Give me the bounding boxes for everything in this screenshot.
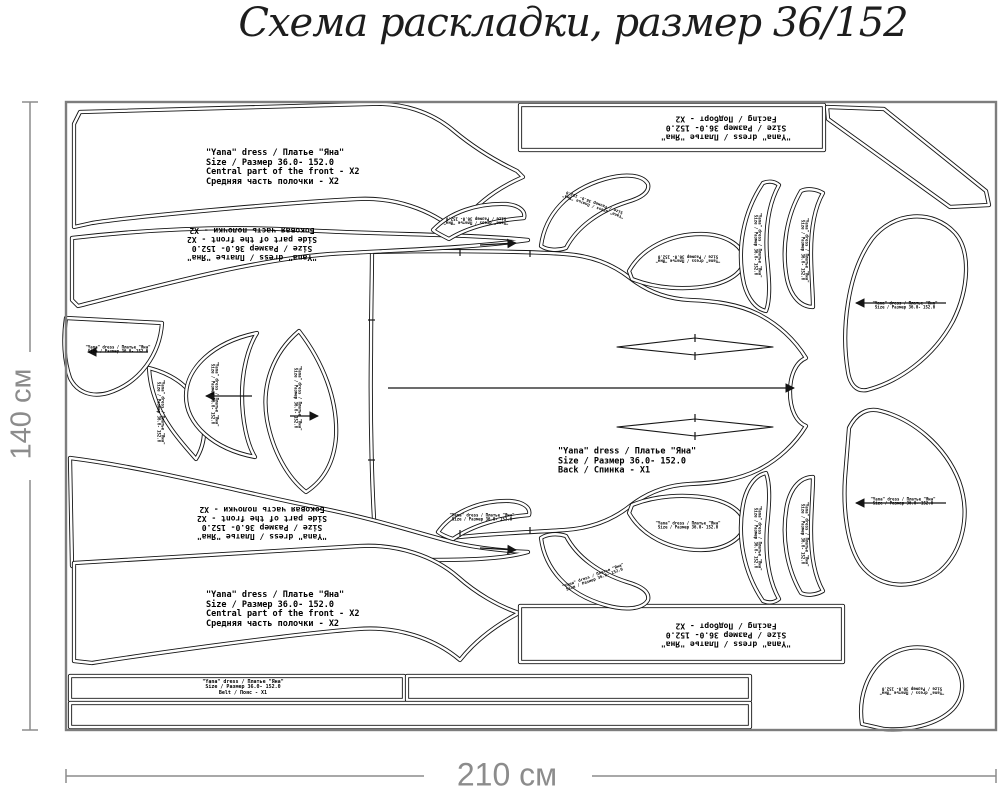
label-back: "Yana" dress / Платье "Яна" Size / Разме… bbox=[558, 446, 697, 477]
label-small-piece: "Yana" dress / Платье "Яна" Size / Разме… bbox=[210, 361, 219, 426]
label-side-front-bottom: "Yana" dress / Платье "Яна" Size / Разме… bbox=[196, 504, 328, 541]
label-line: Size / Размер 36.0- 152.0 bbox=[445, 216, 507, 221]
dimension-width bbox=[65, 769, 997, 783]
label-line: "Yana" dress / Платье "Яна" bbox=[206, 589, 345, 600]
label-small-piece: "Yana" dress / Платье "Яна" Size / Разме… bbox=[800, 217, 809, 282]
label-line: "Yana" dress / Платье "Яна" bbox=[206, 147, 345, 158]
label-line: Средняя часть полочки - X2 bbox=[206, 618, 340, 629]
label-line: "Yana" dress / Платье "Яна" bbox=[870, 496, 936, 502]
label-small-piece: "Yana" dress / Платье "Яна" Size / Разме… bbox=[449, 512, 515, 523]
label-line: Size / Размер 36.0- 152.0 bbox=[665, 123, 787, 133]
label-side-front-top: "Yana" dress / Платье "Яна" Size / Разме… bbox=[186, 225, 318, 262]
label-line: Size / Размер 36.0- 152.0 bbox=[881, 686, 943, 691]
label-small-piece: "Yana" dress / Платье "Яна" Size / Разме… bbox=[753, 212, 762, 277]
edge-notches bbox=[368, 249, 531, 537]
label-line: Size / Размер 36.0- 152.0 bbox=[206, 157, 334, 168]
label-line: Size / Размер 36.0- 152.0 bbox=[206, 599, 334, 610]
label-facing-top: "Yana" dress / Платье "Яна" Size / Разме… bbox=[660, 114, 792, 142]
label-line: Side part of the front - X2 bbox=[196, 514, 328, 523]
label-small-piece: "Yana" dress / Платье "Яна" Size / Разме… bbox=[753, 505, 762, 570]
label-line: "Yana" dress / Платье "Яна" bbox=[660, 132, 792, 142]
label-line: "Yana" dress / Платье "Яна" bbox=[655, 520, 721, 526]
label-line: Size / Размер 36.0- 152.0 bbox=[293, 367, 298, 429]
label-line: Size / Размер 36.0- 152.0 bbox=[87, 349, 149, 354]
label-small-piece: "Yana" dress / Платье "Яна" Size / Разме… bbox=[870, 496, 936, 507]
label-line: "Yana" dress / Платье "Яна" bbox=[85, 344, 151, 350]
label-line: Size / Размер 36.0- 152.0 bbox=[800, 503, 805, 565]
label-central-front-bottom: "Yana" dress / Платье "Яна" Size / Разме… bbox=[206, 589, 360, 629]
label-line: Central part of the front - X2 bbox=[206, 167, 360, 177]
label-small-piece: "Yana" dress / Платье "Яна" Size / Разме… bbox=[156, 379, 165, 444]
label-line: Size / Размер 36.0- 152.0 bbox=[201, 522, 323, 532]
grain-arrows bbox=[87, 238, 946, 555]
label-line: Facing / Подборт - X2 bbox=[675, 114, 777, 124]
label-line: Size / Размер 36.0- 152.0 bbox=[800, 219, 805, 281]
fabric-height-label: 140 см bbox=[5, 368, 38, 460]
label-line: Боковая часть полочки - X2 bbox=[199, 505, 325, 515]
label-line: Size / Размер 36.0- 152.0 bbox=[665, 630, 787, 640]
label-line: Facing / Подборт - X2 bbox=[675, 621, 777, 631]
label-line: "Yana" dress / Платье "Яна" bbox=[449, 512, 515, 518]
pattern-piece-corner-wedge bbox=[827, 107, 989, 207]
label-line: Size / Размер 36.0- 152.0 bbox=[210, 363, 215, 425]
label-line: Size / Размер 36.0- 152.0 bbox=[191, 243, 313, 253]
pattern-piece-belt-lower bbox=[70, 703, 750, 727]
fabric-frame bbox=[64, 100, 998, 732]
pattern-piece-small-fan bbox=[64, 318, 162, 395]
label-line: Size / Размер 36.0- 152.0 bbox=[558, 456, 686, 467]
label-line: "Yana" dress / Платье "Яна" bbox=[558, 446, 697, 457]
label-line: Side part of the front - X2 bbox=[186, 235, 318, 244]
label-line: Size / Размер 36.0- 152.0 bbox=[657, 254, 719, 259]
pattern-piece-belt-right bbox=[407, 676, 750, 700]
label-belt: "Yana" dress / Платье "Яна" Size / Разме… bbox=[202, 679, 284, 696]
label-line: Size / Размер 36.0- 152.0 bbox=[657, 525, 719, 530]
page-title: Схема раскладки, размер 36/152 bbox=[238, 0, 908, 46]
label-small-piece: "Yana" dress / Платье "Яна" Size / Разме… bbox=[85, 344, 151, 355]
label-line: Size / Размер 36.0- 152.0 bbox=[753, 507, 758, 569]
label-small-piece: "Yana" dress / Платье "Яна" Size / Разме… bbox=[655, 520, 721, 531]
label-line: Size / Размер 36.0- 152.0 bbox=[156, 381, 161, 443]
label-line: Central part of the front - X2 bbox=[206, 609, 360, 619]
label-small-piece: "Yana" dress / Платье "Яна" Size / Разме… bbox=[872, 300, 938, 311]
label-line: Size / Размер 36.0- 152.0 bbox=[872, 501, 934, 506]
label-small-piece: "Yana" dress / Платье "Яна" Size / Разме… bbox=[879, 686, 944, 695]
label-line: Size / Размер 36.0- 152.0 bbox=[753, 214, 758, 276]
label-line: Back / Спинка - X1 bbox=[558, 465, 651, 476]
label-line: Size / Размер 36.0- 152.0 bbox=[205, 684, 281, 691]
label-line: Боковая часть полочки - X2 bbox=[189, 226, 315, 236]
label-small-piece: "Yana" dress / Платье "Яна" Size / Разме… bbox=[293, 365, 302, 430]
label-small-piece: "Yana" dress / Платье "Яна" Size / Разме… bbox=[443, 216, 508, 225]
label-line: Belt / Пояс - X1 bbox=[218, 689, 268, 696]
fabric-width-label: 210 см bbox=[456, 756, 558, 793]
label-line: Средняя часть полочки - X2 bbox=[206, 176, 340, 187]
pattern-piece-crescent-b bbox=[541, 176, 648, 250]
label-line: "Yana" dress / Платье "Яна" bbox=[186, 252, 318, 262]
label-line: "Yana" dress / Платье "Яна" bbox=[202, 679, 284, 686]
pattern-piece-back bbox=[371, 251, 806, 548]
label-line: "Yana" dress / Платье "Яна" bbox=[660, 639, 792, 649]
label-line: "Yana" dress / Платье "Яна" bbox=[872, 300, 938, 306]
label-line: "Yana" dress / Платье "Яна" bbox=[196, 531, 328, 541]
label-small-piece: "Yana" dress / Платье "Яна" Size / Разме… bbox=[655, 254, 720, 263]
dimension-height bbox=[22, 101, 38, 731]
back-darts bbox=[616, 334, 774, 440]
label-central-front-top: "Yana" dress / Платье "Яна" Size / Разме… bbox=[206, 147, 360, 187]
label-line: Size / Размер 36.0- 152.0 bbox=[874, 305, 936, 310]
label-small-piece: "Yana" dress / Платье "Яна" Size / Разме… bbox=[800, 501, 809, 566]
label-line: Size / Размер 36.0- 152.0 bbox=[451, 517, 513, 522]
label-facing-bottom: "Yana" dress / Платье "Яна" Size / Разме… bbox=[660, 621, 792, 649]
